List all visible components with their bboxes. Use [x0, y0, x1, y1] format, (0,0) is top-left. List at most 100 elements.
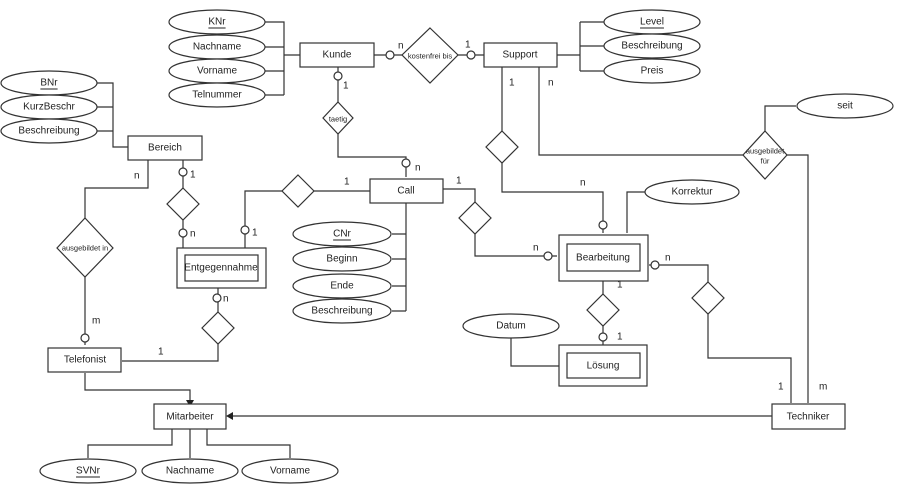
entity-kunde-label: Kunde — [323, 50, 352, 61]
attribute-label: Beschreibung — [18, 126, 79, 137]
call-bearbeitung-line — [443, 188, 557, 257]
relationship-kostenfrei-bis[interactable]: kostenfrei bis — [401, 27, 459, 84]
attribute-kunde-vorname[interactable]: Vorname — [168, 58, 266, 84]
cardinality-label: 1 — [617, 332, 623, 343]
entity-kunde[interactable]: Kunde — [299, 42, 375, 68]
attribute-label: Datum — [496, 321, 525, 332]
attribute-bereich-kurzbeschr[interactable]: KurzBeschr — [0, 94, 98, 120]
relationship-taetig[interactable]: taetig — [322, 101, 354, 135]
entity-loesung[interactable]: Lösung — [558, 344, 648, 387]
techniker-isa-arrow — [226, 412, 233, 420]
relationship-label: taetig — [329, 115, 347, 124]
optionality-markers — [80, 50, 660, 343]
cardinality-label: n — [134, 171, 140, 182]
attribute-call-ende[interactable]: Ende — [292, 273, 392, 299]
cardinality-label: 1 — [509, 78, 515, 89]
relationship-label: für — [761, 157, 770, 166]
relationship-entgegennahme-telefonist[interactable] — [201, 311, 235, 345]
entity-bereich[interactable]: Bereich — [127, 135, 203, 161]
attribute-call-beginn[interactable]: Beginn — [292, 246, 392, 272]
korrektur-attribute-line — [626, 191, 645, 233]
attribute-label: Beschreibung — [621, 41, 682, 52]
entity-telefonist[interactable]: Telefonist — [47, 347, 122, 373]
cardinality-label: n — [533, 243, 539, 254]
cardinality-label: n — [665, 253, 671, 264]
attribute-label: Preis — [641, 66, 664, 77]
mitarbeiter-attribute-lines — [87, 429, 291, 458]
entity-call[interactable]: Call — [369, 178, 444, 204]
attribute-kunde-telnummer[interactable]: Telnummer — [168, 82, 266, 108]
optional-circle — [385, 50, 395, 60]
entity-mitarbeiter[interactable]: Mitarbeiter — [153, 403, 227, 430]
cardinality-label: n — [580, 178, 586, 189]
optional-circle — [598, 332, 608, 342]
attribute-label: Ende — [330, 281, 354, 292]
entity-techniker[interactable]: Techniker — [771, 403, 846, 430]
attribute-label: Beginn — [326, 254, 357, 265]
relationship-support-bearbeitung[interactable] — [485, 130, 519, 164]
attribute-kunde-nachname[interactable]: Nachname — [168, 34, 266, 60]
entity-mitarbeiter-label: Mitarbeiter — [166, 412, 214, 423]
attribute-support-level[interactable]: Level — [603, 9, 701, 35]
entity-bereich-label: Bereich — [148, 143, 182, 154]
cardinality-label: 1 — [456, 176, 462, 187]
attribute-call-beschreibung[interactable]: Beschreibung — [292, 298, 392, 324]
relationship-ausgebildet-in[interactable]: ausgebildet in — [56, 217, 114, 278]
support-bearbeitung-line — [501, 67, 604, 233]
entity-bearbeitung-label: Bearbeitung — [576, 253, 630, 264]
attribute-label: Vorname — [270, 466, 310, 477]
relationship-call-entgegennahme[interactable] — [281, 174, 315, 208]
attribute-support-preis[interactable]: Preis — [603, 58, 701, 84]
attribute-mitarbeiter-svnr[interactable]: SVNr — [39, 458, 137, 484]
optional-circle — [178, 167, 188, 177]
bearbeitung-techniker-line — [649, 264, 792, 403]
attribute-datum[interactable]: Datum — [462, 313, 560, 339]
attribute-label: Korrektur — [671, 187, 713, 198]
attribute-label: BNr — [40, 78, 58, 89]
cardinality-label: n — [190, 229, 196, 240]
attribute-label: Telnummer — [192, 90, 242, 101]
entity-loesung-label: Lösung — [587, 361, 620, 372]
cardinality-label: n — [548, 78, 554, 89]
cardinality-labels: n 1 1 n 1 n n 1 n 1 1 1 n n n 1 1 n 1 m … — [92, 40, 827, 393]
attribute-bereich-bnr[interactable]: BNr — [0, 70, 98, 96]
entity-techniker-label: Techniker — [787, 412, 830, 423]
relationship-call-bearbeitung[interactable] — [458, 201, 492, 235]
attribute-mitarbeiter-nachname[interactable]: Nachname — [141, 458, 239, 484]
attribute-korrektur[interactable]: Korrektur — [644, 179, 740, 205]
entity-support-label: Support — [502, 50, 537, 61]
relationship-bereich-entgegennahme[interactable] — [166, 187, 200, 221]
relationship-bearbeitung-loesung[interactable] — [586, 293, 620, 327]
cardinality-label: m — [92, 316, 100, 327]
entity-entgegennahme[interactable]: Entgegennahme — [176, 247, 267, 289]
attribute-label: KNr — [208, 17, 226, 28]
cardinality-label: 1 — [617, 280, 623, 291]
attribute-label: Nachname — [193, 42, 242, 53]
attribute-support-beschreibung[interactable]: Beschreibung — [603, 33, 701, 59]
cardinality-label: n — [223, 294, 229, 305]
cardinality-label: 1 — [252, 228, 258, 239]
attribute-bereich-beschreibung[interactable]: Beschreibung — [0, 118, 98, 144]
call-attribute-lines — [392, 203, 407, 312]
kunde-attribute-lines — [264, 21, 300, 96]
attribute-kunde-knr[interactable]: KNr — [168, 9, 266, 35]
optional-circle — [650, 260, 660, 270]
relationship-ausgebildet-fuer[interactable]: ausgebildet für — [742, 130, 788, 180]
relationship-bearbeitung-techniker[interactable] — [691, 281, 725, 315]
attribute-mitarbeiter-vorname[interactable]: Vorname — [241, 458, 339, 484]
entity-call-label: Call — [397, 186, 414, 197]
entity-bearbeitung[interactable]: Bearbeitung — [558, 234, 649, 282]
relationship-label: ausgebildet in — [62, 244, 108, 253]
cardinality-label: 1 — [343, 81, 349, 92]
cardinality-label: n — [415, 163, 421, 174]
optional-circle — [333, 71, 343, 81]
support-attribute-lines — [557, 21, 606, 72]
attribute-call-cnr[interactable]: CNr — [292, 221, 392, 247]
attribute-seit[interactable]: seit — [796, 93, 894, 119]
attribute-label: Level — [640, 17, 664, 28]
relationship-label: ausgebildet — [746, 147, 785, 156]
telefonist-isa-line — [84, 373, 191, 403]
entity-support[interactable]: Support — [483, 42, 558, 68]
attribute-label: KurzBeschr — [23, 102, 75, 113]
